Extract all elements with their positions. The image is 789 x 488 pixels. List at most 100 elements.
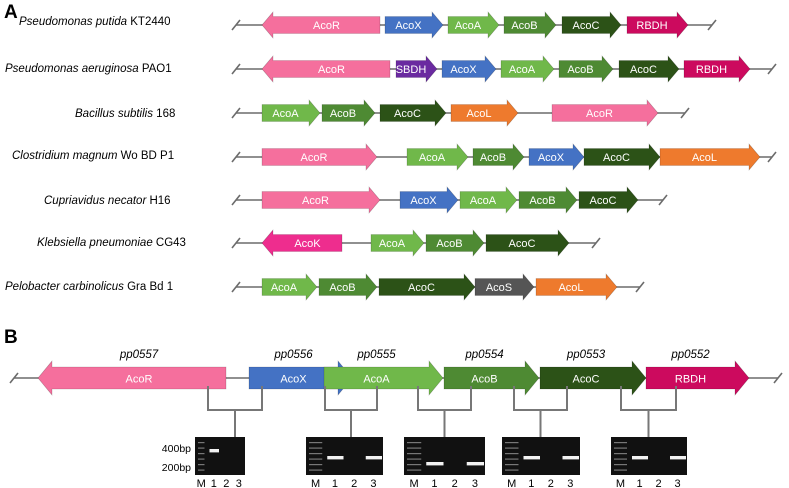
gel-background: [195, 437, 245, 475]
gene-rbdh: RBDH: [645, 360, 750, 396]
gene-arrow: [261, 55, 391, 83]
gene-acoc: AcoC: [485, 229, 570, 257]
gene-acor: AcoR: [37, 360, 227, 396]
lane-label: 2: [655, 478, 661, 488]
locus-tag-label: pp0552: [670, 349, 710, 361]
lane-label: 3: [674, 478, 680, 488]
lane-label: 1: [211, 478, 217, 488]
gene-label: SBDH: [396, 64, 427, 76]
gene-acok: AcoK: [261, 229, 343, 257]
gene-label: AcoX: [538, 152, 565, 164]
gene-sbdh: SBDH: [395, 55, 438, 83]
pcr-band: [327, 456, 344, 460]
gene-arrow: [378, 273, 476, 301]
lane-label: 3: [472, 478, 478, 488]
ladder-band: [505, 447, 519, 449]
gene-arrow: [561, 11, 622, 39]
lane-label: M: [197, 478, 206, 488]
gene-label: AcoC: [573, 20, 600, 32]
locus-tag-label: pp0557: [119, 349, 159, 361]
gene-arrow: [500, 55, 555, 83]
gene-label: AcoB: [529, 195, 555, 207]
gene-rbdh: RBDH: [626, 11, 689, 39]
gene-label: AcoA: [379, 238, 406, 250]
gene-label: AcoL: [692, 152, 717, 164]
gene-label: AcoR: [318, 64, 345, 76]
ladder-band: [614, 458, 627, 460]
gene-acob: AcoB: [472, 143, 525, 171]
gene-label: RBDH: [675, 373, 706, 385]
gene-label: AcoB: [330, 108, 356, 120]
gene-arrow: [261, 11, 381, 39]
gene-label: AcoC: [630, 64, 657, 76]
gene-acoc: AcoC: [539, 360, 647, 396]
lane-label: 1: [332, 478, 338, 488]
ladder-band: [407, 464, 422, 466]
gene-acor: AcoR: [261, 143, 378, 171]
amplicon-bracket: [620, 386, 677, 411]
lane-label: 3: [236, 478, 242, 488]
locus-tag-label: pp0556: [273, 349, 313, 361]
gene-acoc: AcoC: [583, 143, 661, 171]
gene-acox: AcoX: [399, 186, 459, 214]
ladder-band: [407, 458, 422, 460]
gene-arrow: [399, 186, 459, 214]
organism-label: Klebsiella pneumoniae CG43: [37, 237, 186, 249]
gene-acob: AcoB: [503, 11, 557, 39]
gene-arrow: [379, 99, 447, 127]
locus-tag-label: pp0554: [464, 349, 503, 361]
size-marker-400: 400bp: [162, 443, 191, 455]
lane-label: 1: [636, 478, 642, 488]
gene-acoa: AcoA: [500, 55, 555, 83]
gene-label: RBDH: [636, 20, 667, 32]
lane-label: M: [616, 478, 625, 488]
organism-label: Pelobacter carbinolicus Gra Bd 1: [5, 281, 173, 293]
gene-label: AcoX: [450, 64, 477, 76]
organism-label: Cupriavidus necator H16: [44, 195, 171, 207]
ladder-band: [198, 458, 205, 460]
lane-label: 3: [567, 478, 573, 488]
gene-acob: AcoB: [318, 273, 378, 301]
gene-arrow: [323, 360, 444, 396]
gene-acol: AcoL: [659, 143, 761, 171]
gene-acoa: AcoA: [406, 143, 469, 171]
gene-label: AcoX: [280, 373, 307, 385]
gene-acol: AcoL: [450, 99, 519, 127]
ladder-band: [614, 442, 627, 444]
gene-arrow: [645, 360, 750, 396]
pcr-band: [365, 456, 382, 460]
ladder-band: [614, 469, 627, 471]
gene-arrow: [447, 11, 500, 39]
lane-label: M: [507, 478, 516, 488]
gene-arrow: [518, 186, 578, 214]
ladder-band: [309, 447, 323, 449]
gene-label: AcoX: [395, 20, 422, 32]
gene-acob: AcoB: [558, 55, 614, 83]
ladder-band: [309, 469, 323, 471]
size-marker-200: 200bp: [162, 462, 191, 474]
ladder-band: [309, 442, 323, 444]
gene-arrow: [485, 229, 570, 257]
amplicon-bracket: [207, 386, 263, 411]
gene-label: AcoA: [363, 373, 390, 385]
gene-acoa: AcoA: [323, 360, 444, 396]
gene-arrow: [261, 273, 318, 301]
pcr-band: [426, 462, 444, 466]
gene-label: AcoB: [511, 20, 537, 32]
gene-acob: AcoB: [321, 99, 376, 127]
gene-label: AcoX: [410, 195, 437, 207]
ladder-band: [505, 469, 519, 471]
gene-label: AcoB: [471, 373, 497, 385]
gene-label: AcoK: [294, 238, 321, 250]
ladder-band: [505, 442, 519, 444]
gene-label: AcoR: [313, 20, 340, 32]
ladder-band: [505, 453, 519, 455]
